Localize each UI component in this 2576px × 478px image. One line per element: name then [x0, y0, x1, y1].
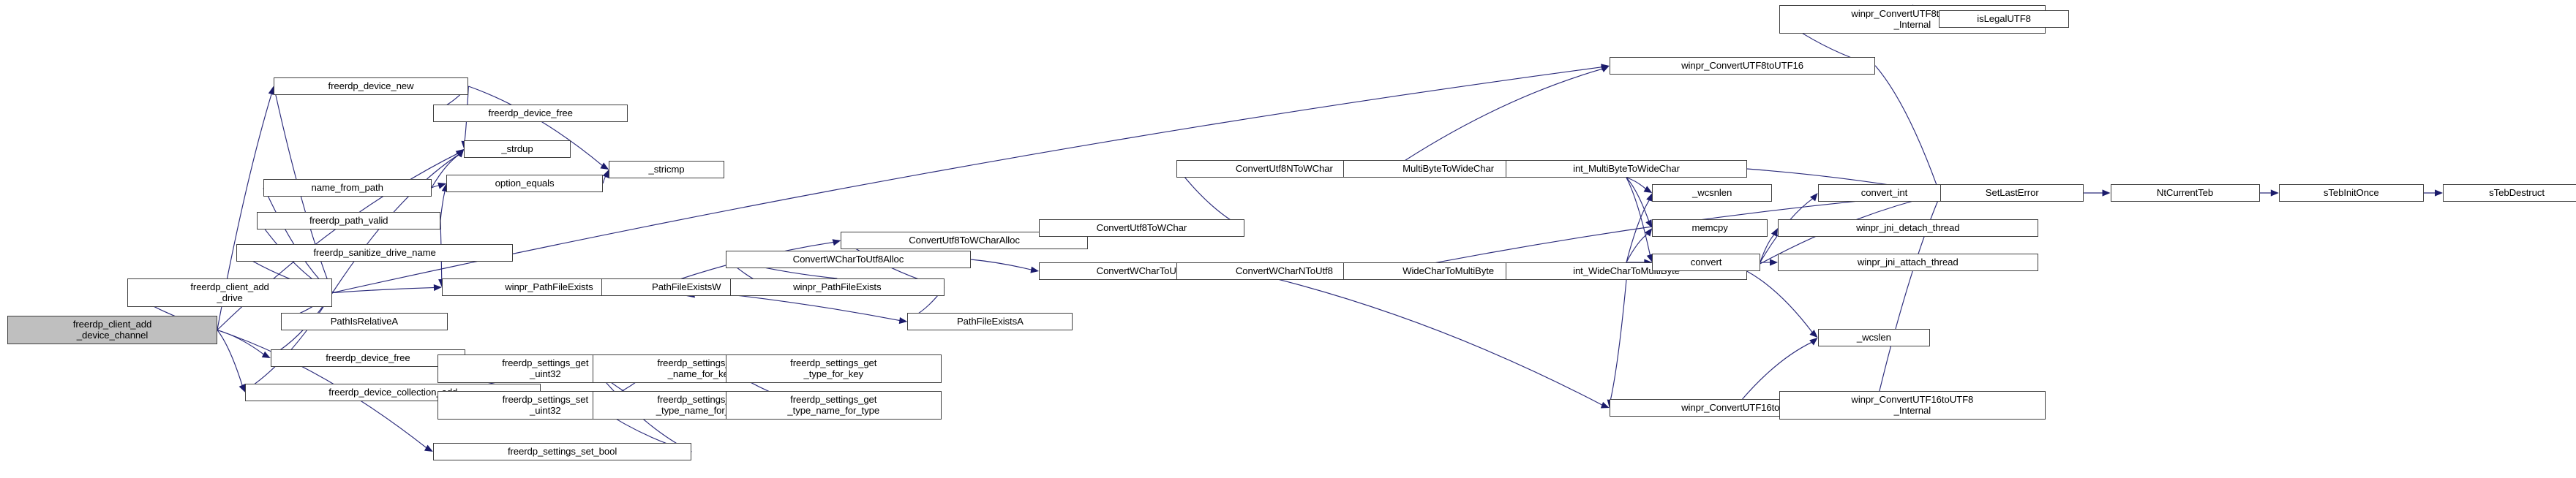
graph-node-freerdp_device_free[interactable]: freerdp_device_free [270, 349, 466, 367]
arrowhead-icon [1600, 66, 1610, 72]
call-edge [1746, 270, 1814, 334]
arrowhead-icon [424, 444, 433, 452]
graph-node-winpr_convertutf8toutf16[interactable]: winpr_ConvertUTF8toUTF16 [1609, 57, 1876, 75]
arrowhead-icon [239, 384, 246, 392]
arrowhead-icon [2102, 189, 2111, 197]
graph-node-pathisrelativea[interactable]: PathIsRelativeA [280, 313, 448, 330]
graph-node-convert[interactable]: convert [1652, 254, 1760, 271]
arrowhead-icon [1645, 228, 1653, 237]
call-edge [1610, 279, 1627, 402]
graph-node-pathfileexistsa[interactable]: PathFileExistsA [907, 313, 1073, 330]
graph-node-_stricmp[interactable]: _stricmp [609, 161, 724, 178]
arrowhead-icon [456, 149, 465, 158]
graph-node-freerdp_device_free[interactable]: freerdp_device_free [432, 105, 628, 122]
graph-node-convertwchartoutf8alloc[interactable]: ConvertWCharToUtf8Alloc [725, 251, 972, 268]
graph-node-freerdp_client_add_device_channel[interactable]: freerdp_client_add _device_channel [7, 316, 217, 344]
graph-node-memcpy[interactable]: memcpy [1652, 219, 1768, 237]
call-edge [1626, 177, 1650, 223]
arrowhead-icon [2270, 189, 2279, 197]
graph-node-_wcsnlen[interactable]: _wcsnlen [1652, 184, 1772, 202]
arrowhead-icon [1810, 193, 1818, 202]
call-edge [1874, 65, 1938, 188]
graph-node-winpr_jni_detach_thread[interactable]: winpr_jni_detach_thread [1778, 219, 2038, 237]
graph-node-stebdestruct[interactable]: sTebDestruct [2443, 184, 2576, 202]
graph-node-option_equals[interactable]: option_equals [446, 175, 604, 192]
arrowhead-icon [898, 316, 908, 325]
graph-node-winpr_pathfileexists[interactable]: winpr_PathFileExists [729, 278, 945, 296]
arrowhead-icon [1645, 219, 1653, 228]
graph-node-_strdup[interactable]: _strdup [464, 140, 571, 158]
graph-node-convert_int[interactable]: convert_int [1817, 184, 1951, 202]
call-edge [332, 287, 435, 294]
call-edge [1760, 233, 1776, 263]
arrowhead-icon [1809, 330, 1818, 338]
call-edge [431, 184, 440, 189]
arrowhead-icon [261, 351, 271, 358]
call-edge [1244, 270, 1604, 406]
call-edge [440, 189, 446, 221]
graph-node-stebinitonce[interactable]: sTebInitOnce [2278, 184, 2424, 202]
graph-node-freerdp_device_new[interactable]: freerdp_device_new [273, 77, 469, 95]
graph-node-winpr_convertutf16toutf8_internal[interactable]: winpr_ConvertUTF16toUTF8 _Internal [1779, 391, 2046, 420]
arrowhead-icon [602, 170, 609, 178]
call-edge [217, 329, 266, 356]
graph-node-winpr_jni_attach_thread[interactable]: winpr_jni_attach_thread [1778, 254, 2038, 271]
graph-node-setlasterror[interactable]: SetLastError [1940, 184, 2084, 202]
graph-node-islegalutf8[interactable]: isLegalUTF8 [1939, 10, 2069, 28]
graph-node-ntcurrentteb[interactable]: NtCurrentTeb [2110, 184, 2260, 202]
arrowhead-icon [1809, 338, 1818, 346]
call-edge [602, 175, 607, 184]
arrowhead-icon [1770, 259, 1779, 266]
arrowhead-icon [438, 182, 447, 189]
arrowhead-icon [1601, 64, 1610, 71]
arrowhead-icon [600, 162, 609, 170]
arrowhead-icon [1770, 228, 1779, 237]
call-edge [1626, 232, 1649, 263]
call-edge [971, 259, 1033, 271]
graph-node-_wcslen[interactable]: _wcslen [1817, 329, 1931, 346]
graph-node-freerdp_settings_set_bool[interactable]: freerdp_settings_set_bool [432, 443, 692, 460]
graph-node-name_from_path[interactable]: name_from_path [263, 179, 432, 197]
graph-node-freerdp_sanitize_drive_name[interactable]: freerdp_sanitize_drive_name [236, 244, 513, 262]
call-edge [217, 330, 244, 387]
graph-node-freerdp_settings_get_type_name_for_type[interactable]: freerdp_settings_get _type_name_for_type [725, 391, 942, 420]
graph-node-int_multibytetowidechar[interactable]: int_MultiByteToWideChar [1506, 160, 1747, 178]
graph-node-freerdp_settings_get_type_for_key[interactable]: freerdp_settings_get _type_for_key [725, 354, 942, 383]
arrowhead-icon [455, 149, 465, 157]
arrowhead-icon [1030, 266, 1040, 273]
call-edge [1626, 177, 1647, 190]
call-edge [1626, 177, 1651, 257]
graph-node-convertutf8towchar[interactable]: ConvertUtf8ToWChar [1039, 219, 1244, 237]
call-edge [1392, 68, 1604, 170]
arrowhead-icon [2435, 189, 2444, 197]
graph-node-freerdp_client_add_drive[interactable]: freerdp_client_add _drive [127, 278, 333, 307]
arrowhead-icon [433, 284, 442, 292]
arrowhead-icon [1643, 186, 1653, 193]
arrowhead-icon [832, 239, 841, 246]
arrowhead-icon [456, 149, 465, 158]
graph-node-freerdp_path_valid[interactable]: freerdp_path_valid [257, 212, 440, 229]
arrowhead-icon [1600, 401, 1610, 409]
call-edge [1626, 199, 1651, 263]
